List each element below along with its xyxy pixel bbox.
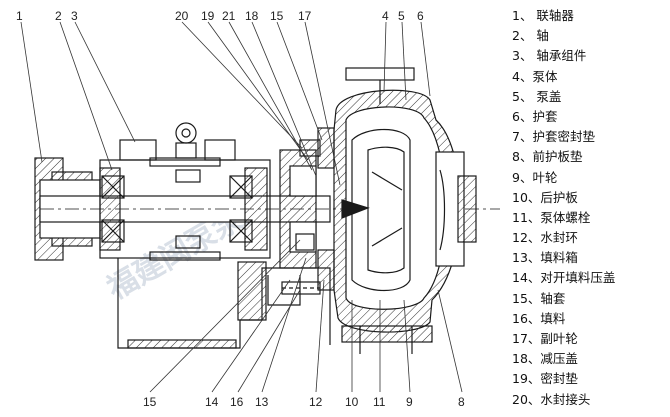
callouts-bottom: 15 14 16 13 12 10 11 9 8 — [143, 395, 465, 409]
legend-item: 1、 联轴器 — [512, 8, 574, 23]
legend-item: 18、减压盖 — [512, 351, 578, 367]
callout-bottom-15: 15 — [143, 395, 157, 409]
legend-item: 19、密封垫 — [512, 371, 578, 387]
callout-top-19: 19 — [201, 9, 215, 23]
callout-bottom-16: 16 — [230, 395, 244, 409]
legend-item: 9、叶轮 — [512, 169, 558, 185]
callout-bottom-9: 9 — [406, 395, 413, 409]
callout-bottom-10: 10 — [345, 395, 359, 409]
leader-lines — [20, 21, 463, 393]
legend-item: 2、 轴 — [512, 28, 549, 44]
legend-item: 7、护套密封垫 — [512, 129, 595, 145]
callout-bottom-12: 12 — [309, 395, 323, 409]
legend-item: 5、 泵盖 — [512, 88, 562, 104]
legend-item: 3、 轴承组件 — [512, 48, 587, 64]
drawing-lines — [34, 67, 500, 354]
legend-item: 4、泵体 — [512, 68, 558, 84]
callout-top-6: 6 — [417, 9, 424, 23]
callout-top-2: 2 — [55, 9, 62, 23]
callout-bottom-14: 14 — [205, 395, 219, 409]
legend-item: 14、对开填料压盖 — [512, 270, 616, 286]
pump-cross-section-drawing: 福建闽泵泵业 — [16, 9, 500, 409]
parts-legend: 1、 联轴器 2、 轴 3、 轴承组件 4、泵体 5、 泵盖 6、护套 7、护套… — [512, 6, 668, 410]
callout-top-21: 21 — [222, 9, 236, 23]
callout-top-4: 4 — [382, 9, 389, 23]
legend-item: 10、后护板 — [512, 189, 578, 205]
callout-top-17: 17 — [298, 9, 312, 23]
legend-item: 6、护套 — [512, 108, 558, 124]
legend-item: 17、副叶轮 — [512, 331, 578, 346]
callout-top-1: 1 — [16, 9, 23, 23]
callout-top-18: 18 — [245, 9, 259, 23]
callout-bottom-13: 13 — [255, 395, 269, 409]
legend-item: 13、填料箱 — [512, 250, 578, 266]
callout-top-15: 15 — [270, 9, 284, 23]
callout-top-5: 5 — [398, 9, 405, 23]
legend-item: 12、水封环 — [512, 230, 578, 246]
legend-item: 20、水封接头 — [512, 391, 591, 407]
callout-top-20: 20 — [175, 9, 189, 23]
callout-bottom-11: 11 — [373, 395, 386, 409]
legend-item: 8、前护板垫 — [512, 149, 583, 165]
legend-item: 16、填料 — [512, 310, 566, 326]
callout-top-3: 3 — [71, 9, 78, 23]
legend-item: 15、轴套 — [512, 290, 566, 306]
callout-bottom-8: 8 — [458, 395, 465, 409]
callouts-top: 1 2 3 20 19 21 18 15 17 4 5 6 — [16, 9, 424, 23]
legend-item: 11、泵体螺栓 — [512, 209, 591, 225]
